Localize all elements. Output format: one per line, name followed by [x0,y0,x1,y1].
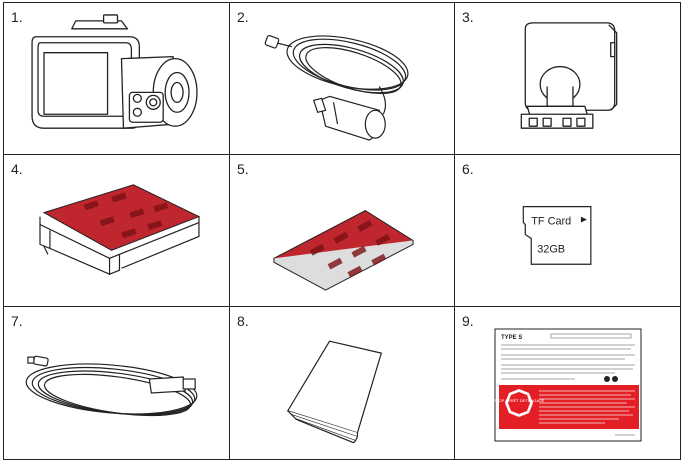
tf-card-capacity: 32GB [537,243,565,255]
item-number: 1. [11,9,23,25]
item-cell-8: 8. [230,307,455,459]
item-cell-4: 4. [4,155,230,307]
item-cell-7: 7. [4,307,230,459]
car-charger-cable-icon [264,35,409,141]
item-number: 5. [237,161,249,177]
item-cell-3: 3. [455,3,681,155]
tf-card-icon: TF Card 32GB [522,206,592,265]
stop-sign-text: STOP ARRÊT DETENGASE [494,398,545,403]
item-cell-1: 1. [4,3,230,155]
item-number: 4. [11,161,23,177]
item-number: 7. [11,313,23,329]
item-number: 2. [237,9,249,25]
item-cell-5: 5. [230,155,455,307]
tf-card-label: TF Card [531,216,571,228]
user-manual-icon [287,340,382,444]
item-number: 9. [462,313,474,329]
package-contents-grid: 1. [3,2,681,460]
dash-camera-icon [31,14,198,129]
play-arrow-icon [580,216,587,223]
warning-card-icon: TYPE S STOP ARRÊT DETENGASE [494,328,642,442]
usb-cable-icon [25,355,198,417]
item-number: 3. [462,9,474,25]
warning-card-brand: TYPE S [501,335,522,341]
spare-adhesive-pad-icon [272,210,415,291]
item-cell-9: 9. TYPE S STOP ARRÊT DETENGASE [455,307,681,459]
item-number: 6. [462,161,474,177]
adhesive-pad-with-holder-icon [39,184,201,276]
windshield-mount-icon [520,22,618,129]
item-number: 8. [237,313,249,329]
item-cell-2: 2. [230,3,455,155]
item-cell-6: 6. TF Card 32GB [455,155,681,307]
